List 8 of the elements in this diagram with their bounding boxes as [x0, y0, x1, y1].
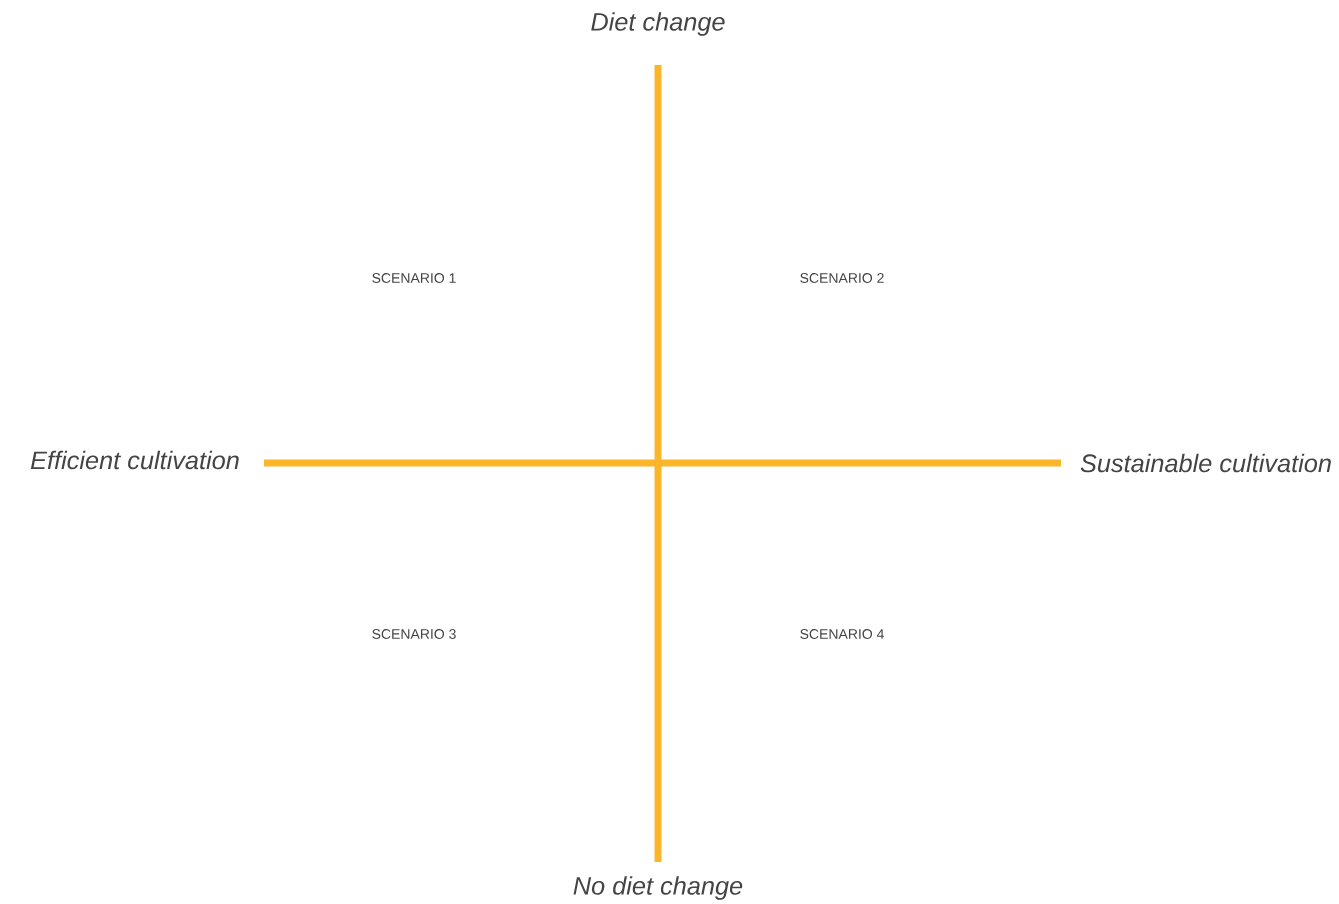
axis-label: Sustainable cultivation: [1080, 453, 1331, 473]
scenario-label: SCENARIO 1: [372, 273, 456, 283]
axis-label: Diet change: [591, 12, 725, 36]
axis-label: No diet change: [573, 876, 743, 900]
axis-label: Efficient cultivation: [30, 450, 239, 470]
scenario-label: SCENARIO 4: [800, 629, 884, 639]
scenario-label: SCENARIO 3: [372, 629, 456, 639]
scenario-label: SCENARIO 2: [800, 273, 884, 283]
